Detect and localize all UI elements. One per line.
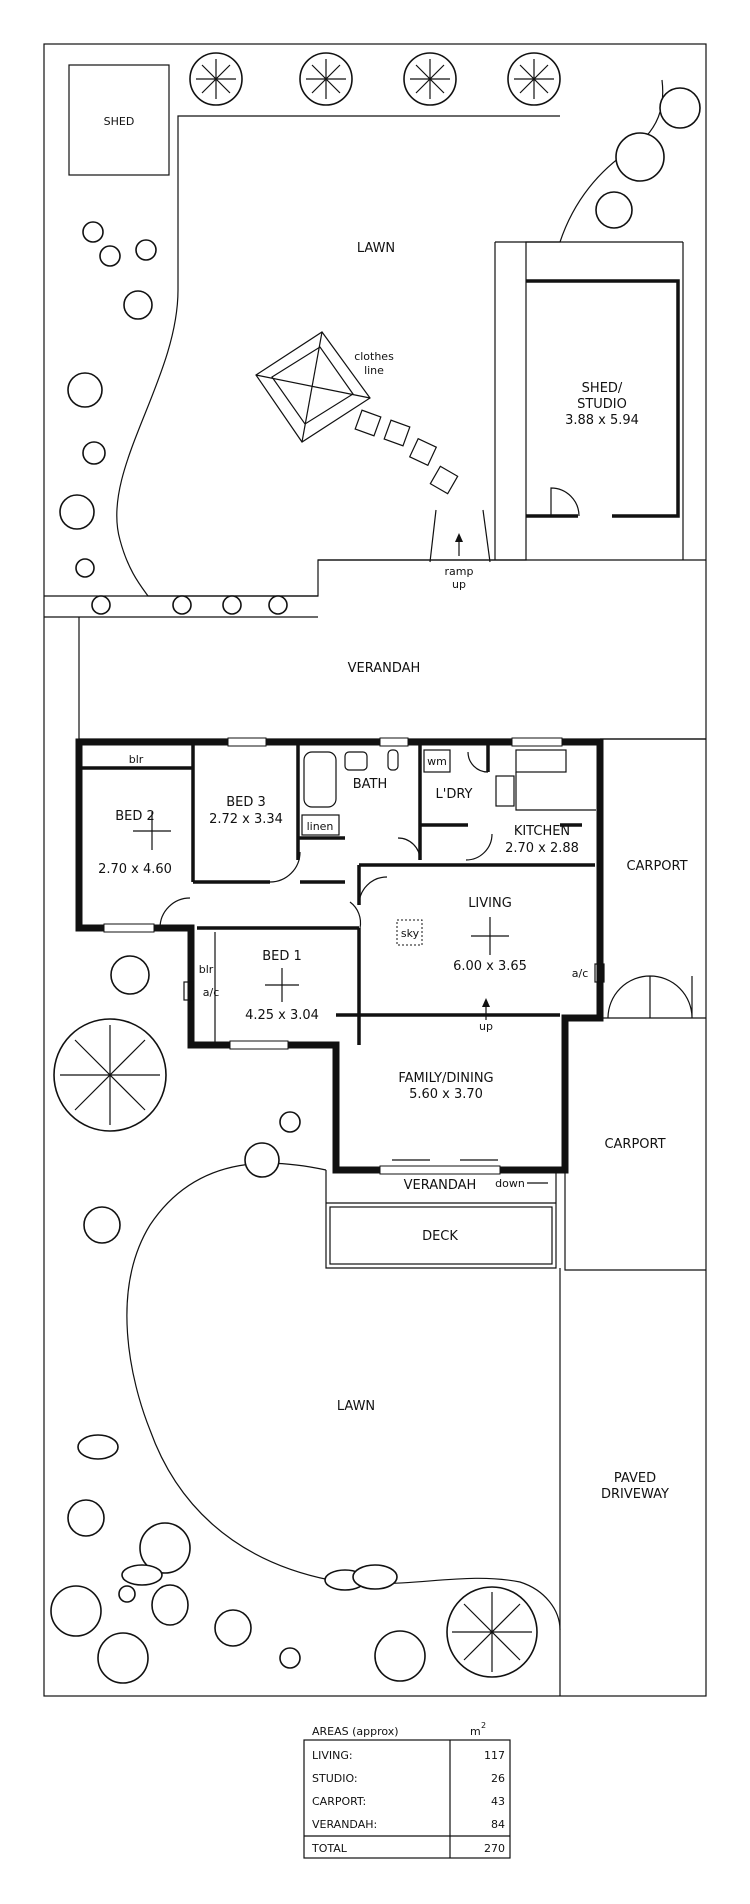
- bed1-dim: 4.25 x 3.04: [245, 1008, 319, 1023]
- clothes-line-label: clothes: [354, 350, 394, 363]
- bed2-dim: 2.70 x 4.60: [98, 862, 172, 877]
- lawn-bottom-label: LAWN: [337, 1399, 375, 1414]
- sink: [495, 775, 515, 807]
- wm-label: wm: [427, 755, 447, 768]
- bed1-label: BED 1: [262, 949, 302, 964]
- bed3-label: BED 3: [226, 795, 266, 810]
- ac-right-label: a/c: [572, 967, 589, 980]
- interior-walls: [79, 742, 595, 1045]
- property-boundary: [43, 43, 707, 1697]
- shed-studio-dim: 3.88 x 5.94: [565, 413, 639, 428]
- rock-icons: [77, 1434, 398, 1626]
- shed-studio: [526, 279, 680, 518]
- ac-left-unit: [183, 981, 194, 1001]
- carport-bottom-bounds: [564, 1018, 706, 1271]
- paved-label: PAVED: [614, 1471, 656, 1486]
- toilet: [387, 749, 399, 771]
- bed2-label: BED 2: [115, 809, 155, 824]
- shed-studio-label-2: STUDIO: [577, 397, 627, 412]
- areas-row-name: CARPORT:: [312, 1795, 366, 1808]
- areas-table: AREAS (approx) m 2 LIVING: 117 STUDIO: 2…: [303, 1721, 511, 1859]
- ramp-arrow-head: [455, 533, 463, 542]
- linen-label: linen: [307, 820, 334, 833]
- areas-row-value: 43: [491, 1795, 505, 1808]
- kitchen-label: KITCHEN: [514, 824, 570, 839]
- kitchen-bench: [515, 772, 596, 811]
- kitchen-dim: 2.70 x 2.88: [505, 841, 579, 856]
- areas-title: AREAS (approx): [312, 1725, 399, 1738]
- carport-gates: [607, 975, 693, 1019]
- carport-top-bounds: [600, 738, 706, 1019]
- clothes-line-label-2: line: [364, 364, 384, 377]
- shed-studio-label: SHED/: [582, 381, 623, 396]
- ramp-label: ramp: [445, 565, 474, 578]
- verandah-top-label: VERANDAH: [348, 661, 421, 676]
- carport-bottom-label: CARPORT: [604, 1137, 665, 1152]
- shed: [68, 64, 170, 176]
- tree-icons-top: [59, 52, 701, 615]
- verandah-top: [78, 559, 706, 740]
- basin: [344, 751, 368, 771]
- deck-label: DECK: [422, 1229, 458, 1244]
- areas-row-name: LIVING:: [312, 1749, 353, 1762]
- door-swings: [159, 751, 493, 929]
- areas-unit: m: [470, 1725, 481, 1738]
- bath-label: BATH: [353, 777, 388, 792]
- bed1-fan-icon: [265, 968, 299, 1002]
- blr-bed1-label: blr: [199, 963, 214, 976]
- stove: [515, 749, 567, 773]
- windows: [103, 737, 563, 1175]
- studio-door: [550, 487, 580, 517]
- areas-total-label: TOTAL: [311, 1842, 348, 1855]
- skylight: [396, 919, 423, 946]
- sky-label: sky: [401, 927, 420, 940]
- living-fan-icon: [471, 917, 509, 955]
- areas-row-name: VERANDAH:: [312, 1818, 377, 1831]
- areas-total-value: 270: [484, 1842, 505, 1855]
- living-label: LIVING: [468, 896, 512, 911]
- areas-row-value: 117: [484, 1749, 505, 1762]
- bed3-dim: 2.72 x 3.34: [209, 812, 283, 827]
- lawn-top-label: LAWN: [357, 241, 395, 256]
- ac-left-label: a/c: [203, 986, 220, 999]
- ceiling-fan-icon: [133, 812, 171, 850]
- deck: [329, 1206, 553, 1265]
- areas-row-value: 84: [491, 1818, 505, 1831]
- lawn-bottom-outline: [126, 1162, 561, 1631]
- areas-unit-sup: 2: [481, 1721, 486, 1730]
- blr-top-label: blr: [129, 753, 144, 766]
- ramp-label-2: up: [452, 578, 466, 591]
- ramp: [429, 509, 491, 563]
- shed-label: SHED: [104, 115, 135, 128]
- step-arrow-head: [482, 998, 490, 1007]
- ldry-label: L'DRY: [436, 787, 473, 802]
- family-label: FAMILY/DINING: [398, 1071, 493, 1086]
- areas-row-name: STUDIO:: [312, 1772, 358, 1785]
- living-dim: 6.00 x 3.65: [453, 959, 527, 974]
- paved-label-2: DRIVEWAY: [601, 1487, 669, 1502]
- tree-icons-bottom: [50, 955, 538, 1684]
- areas-row-value: 26: [491, 1772, 505, 1785]
- clothes-line-icon: [255, 331, 371, 443]
- linen-cupboard: [301, 814, 340, 836]
- family-dim: 5.60 x 3.70: [409, 1087, 483, 1102]
- verandah-bottom-label: VERANDAH: [404, 1178, 477, 1193]
- ac-right-unit: [594, 963, 605, 983]
- bath-tub: [303, 751, 337, 808]
- up-label: up: [479, 1020, 493, 1033]
- stepping-stones: [354, 409, 459, 495]
- washing-machine: [423, 749, 451, 773]
- lawn-top-outline: [116, 79, 664, 597]
- verandah-bottom: [325, 1170, 557, 1269]
- down-label: down: [495, 1177, 525, 1190]
- carport-top-label: CARPORT: [626, 859, 687, 874]
